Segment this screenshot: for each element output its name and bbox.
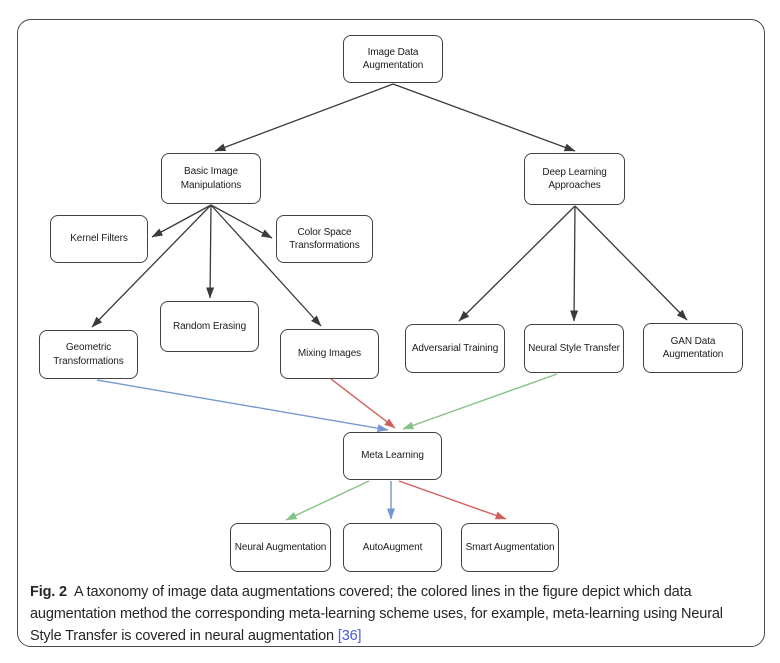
node-random-erasing: Random Erasing (160, 301, 259, 352)
node-label: Neural Augmentation (234, 541, 327, 553)
node-image-data-augmentation: Image Data Augmentation (343, 35, 443, 83)
node-kernel-filters: Kernel Filters (50, 215, 148, 263)
node-label: GAN Data Augmentation (662, 335, 724, 361)
figure-border-frame (17, 19, 765, 647)
citation-link[interactable]: [36] (337, 628, 362, 644)
node-neural-augmentation: Neural Augmentation (230, 523, 331, 572)
node-label: Mixing Images (297, 348, 362, 360)
node-gan-data-augmentation: GAN Data Augmentation (643, 323, 743, 373)
node-label: Neural Style Transfer (528, 342, 620, 354)
caption-label: Fig. 2 (30, 584, 67, 600)
caption-text: A taxonomy of image data augmentations c… (30, 584, 723, 644)
node-label: Geometric Transformations (53, 342, 124, 367)
node-geometric-transformations: Geometric Transformations (39, 330, 138, 379)
node-smart-augmentation: Smart Augmentation (461, 523, 559, 572)
node-label: Image Data Augmentation (362, 46, 424, 72)
node-label: Basic Image Manipulations (180, 166, 242, 191)
node-autoaugment: AutoAugment (343, 523, 442, 572)
node-label: Kernel Filters (70, 233, 128, 245)
node-color-space-transformations: Color Space Transformations (276, 215, 373, 263)
node-label: Adversarial Training (411, 342, 499, 354)
node-label: Color Space Transformations (289, 226, 360, 252)
node-adversarial-training: Adversarial Training (405, 324, 505, 373)
node-mixing-images: Mixing Images (280, 329, 379, 379)
node-label: AutoAugment (362, 541, 423, 553)
node-label: Smart Augmentation (465, 541, 555, 553)
node-label: Deep Learning Approaches (542, 166, 607, 192)
node-label: Random Erasing (172, 320, 247, 332)
node-basic-image-manipulations: Basic Image Manipulations (161, 153, 261, 204)
node-meta-learning: Meta Learning (343, 432, 442, 480)
node-deep-learning-approaches: Deep Learning Approaches (524, 153, 625, 205)
node-label: Meta Learning (361, 450, 424, 462)
node-neural-style-transfer: Neural Style Transfer (524, 324, 624, 373)
